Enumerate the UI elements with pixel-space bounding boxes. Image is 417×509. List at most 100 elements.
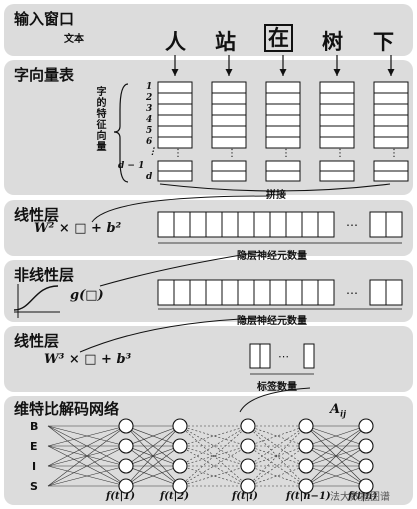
score-label-i: f(t|i) <box>232 491 258 502</box>
row-index-1: 1 <box>146 82 153 92</box>
hidden1-cell-6 <box>237 211 255 238</box>
vector-dots-4: ⋮ <box>335 148 345 159</box>
vector-cell-c3-dm1 <box>265 160 301 172</box>
trellis-edge <box>305 445 367 487</box>
text-label: 文本 <box>64 34 84 45</box>
trellis-node-c4-r4 <box>298 478 314 494</box>
row-index-d: d <box>146 172 153 182</box>
hidden2-cell-2 <box>173 279 191 306</box>
vector-cell-c4-r1 <box>319 81 355 94</box>
vector-cell-c2-r6 <box>211 136 247 149</box>
hidden1-cell-11 <box>317 211 335 238</box>
vector-dots-2: ⋮ <box>227 148 237 159</box>
vector-cell-c2-r1 <box>211 81 247 94</box>
linear-layer-2-title: 线性层 <box>14 332 60 350</box>
hidden2-cell-4 <box>205 279 223 306</box>
viterbi-band <box>4 396 413 505</box>
bies-tag-s: S <box>30 480 38 493</box>
input-char-5: 下 <box>373 29 394 54</box>
vector-cell-c4-d <box>319 170 355 182</box>
trellis-node-c2-r1 <box>172 418 188 434</box>
trellis-node-c1-r1 <box>118 418 134 434</box>
char-vector-table-title: 字向量表 <box>14 66 75 84</box>
concat-label: 拼接 <box>266 190 286 201</box>
vector-cell-c2-dm1 <box>211 160 247 172</box>
vector-cell-c2-r2 <box>211 92 247 105</box>
concat-to-linear1-line <box>91 195 271 223</box>
vector-cell-c4-r3 <box>319 103 355 116</box>
hidden2-cell-6 <box>237 279 255 306</box>
vector-cell-c4-r2 <box>319 92 355 105</box>
score-label-1: f(t|1) <box>106 491 135 502</box>
trellis-node-c5-r4 <box>358 478 374 494</box>
trellis-node-c2-r2 <box>172 438 188 454</box>
vector-cell-c1-r2 <box>157 92 193 105</box>
vector-cell-c3-r4 <box>265 114 301 127</box>
hidden1-tail-cell-1 <box>369 211 387 238</box>
vector-cell-c2-r3 <box>211 103 247 116</box>
hidden1-cell-9 <box>285 211 303 238</box>
vector-cell-c1-r1 <box>157 81 193 94</box>
row-index-6: 6 <box>146 137 153 147</box>
hidden1-cell-7 <box>253 211 271 238</box>
vector-dots-3: ⋮ <box>281 148 291 159</box>
feature-brace <box>113 83 129 183</box>
row-index-3: 3 <box>146 104 153 114</box>
hidden2-cell-9 <box>285 279 303 306</box>
hidden1-ellipsis: ⋯ <box>346 218 358 232</box>
vector-dots-1: ⋮ <box>173 148 183 159</box>
watermark: 法大数据图谱 <box>330 492 390 503</box>
trellis-edge <box>125 465 181 487</box>
bies-edge <box>47 465 127 487</box>
vector-cell-c5-r2 <box>373 92 409 105</box>
bies-tag-e: E <box>30 440 38 453</box>
trellis-node-c1-r2 <box>118 438 134 454</box>
vector-cell-c5-dm1 <box>373 160 409 172</box>
trellis-edge <box>179 425 249 487</box>
trellis-node-c5-r3 <box>358 458 374 474</box>
trellis-node-c3-r2 <box>240 438 256 454</box>
tag-cell-last <box>303 343 315 369</box>
trellis-node-c2-r3 <box>172 458 188 474</box>
char-feature-vector-label: 字的特征向量 <box>94 86 105 152</box>
trellis-node-c2-r4 <box>172 478 188 494</box>
hidden1-cell-5 <box>221 211 239 238</box>
vector-cell-c5-d <box>373 170 409 182</box>
trellis-node-c1-r3 <box>118 458 134 474</box>
nonlinear-formula: g(□) <box>70 288 104 303</box>
score-label-n-minus-1: f(t|n−1) <box>286 491 331 502</box>
vector-cell-c1-d <box>157 170 193 182</box>
vector-cell-c1-r6 <box>157 136 193 149</box>
trellis-node-c3-r1 <box>240 418 256 434</box>
trellis-edge <box>305 425 367 467</box>
vector-cell-c5-r3 <box>373 103 409 116</box>
hidden2-tail-cell-1 <box>369 279 387 306</box>
trellis-node-c5-r2 <box>358 438 374 454</box>
input-window-title: 输入窗口 <box>14 10 75 28</box>
vector-cell-c2-r5 <box>211 125 247 138</box>
vector-cell-c4-dm1 <box>319 160 355 172</box>
vector-cell-c1-dm1 <box>157 160 193 172</box>
hidden2-cell-8 <box>269 279 287 306</box>
vector-cell-c3-r6 <box>265 136 301 149</box>
score-label-2: f(t|2) <box>160 491 189 502</box>
trellis-edge <box>179 425 249 467</box>
vector-cell-c4-r6 <box>319 136 355 149</box>
linear2-formula: W³ × □ + b³ <box>44 352 132 367</box>
vector-cell-c5-r4 <box>373 114 409 127</box>
nonlinear-layer-title: 非线性层 <box>14 266 75 284</box>
trellis-edge <box>179 425 249 467</box>
hidden1-tail-cell-2 <box>385 211 403 238</box>
viterbi-network-title: 维特比解码网络 <box>14 400 120 418</box>
vector-cell-c1-r3 <box>157 103 193 116</box>
tag-cell-1 <box>249 343 261 369</box>
vector-cell-c2-d <box>211 170 247 182</box>
linear1-to-nonlinear-line <box>99 251 261 287</box>
trellis-node-c1-r4 <box>118 478 134 494</box>
tag-count-label: 标签数量 <box>257 382 297 393</box>
hidden2-cell-3 <box>189 279 207 306</box>
vector-cell-c3-r2 <box>265 92 301 105</box>
trellis-node-c3-r3 <box>240 458 256 474</box>
